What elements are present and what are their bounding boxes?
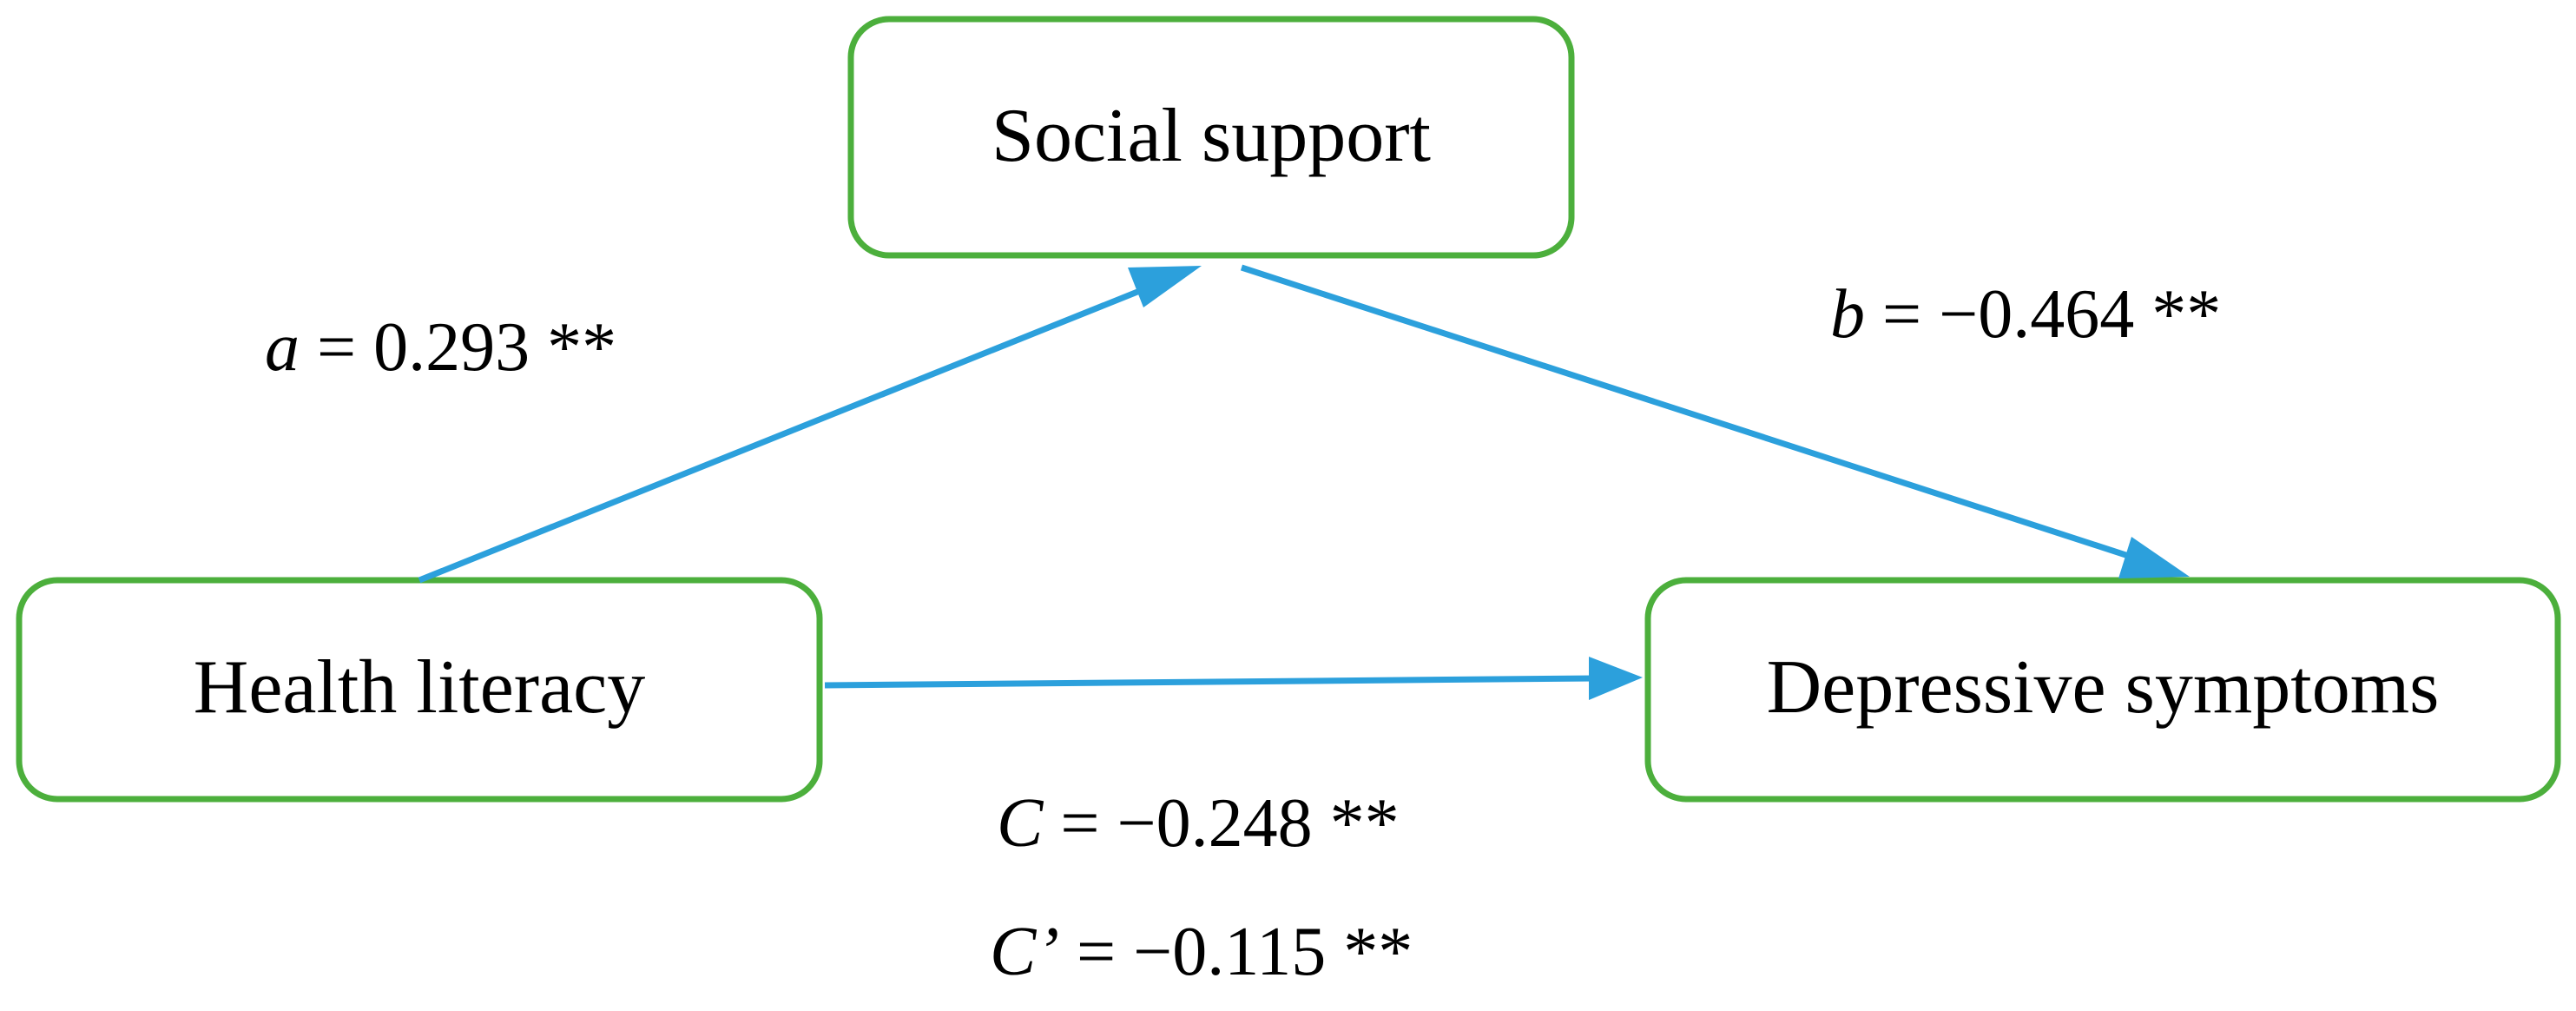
path-c-symbol: C <box>997 785 1044 862</box>
path-a-arrowhead <box>1128 266 1202 307</box>
path-c-prime-coefficient: C’ = −0.115 ** <box>990 914 1413 990</box>
path-b-symbol: b <box>1830 276 1865 353</box>
path-a-symbol: a <box>265 309 300 386</box>
path-b-line <box>1240 264 2146 565</box>
path-b-arrow <box>1240 264 2190 578</box>
path-a-arrow <box>418 266 1202 584</box>
path-a-value: = 0.293 ** <box>300 309 616 386</box>
node-social-support-box <box>847 16 1575 259</box>
node-social-support: Social support <box>847 16 1575 259</box>
path-b-coefficient: b = −0.464 ** <box>1830 276 2221 353</box>
path-c-prime-value: = −0.115 ** <box>1059 914 1413 990</box>
path-b-value: = −0.464 ** <box>1865 276 2221 353</box>
path-c-line <box>824 675 1597 689</box>
node-depressive-symptoms: Depressive symptoms <box>1644 577 2561 803</box>
path-c-value: = −0.248 ** <box>1043 785 1399 862</box>
path-c-arrow <box>824 657 1643 700</box>
path-b-arrowhead <box>2118 537 2190 578</box>
path-c-arrowhead <box>1589 657 1643 700</box>
path-c-prime-symbol: C’ <box>990 914 1059 990</box>
path-a-coefficient: a = 0.293 ** <box>265 309 616 386</box>
node-depressive-symptoms-label: Depressive symptoms <box>1767 645 2440 730</box>
node-health-literacy: Health literacy <box>16 577 823 803</box>
node-depressive-symptoms-box <box>1644 577 2561 803</box>
node-social-support-label: Social support <box>992 94 1431 178</box>
path-c-coefficient: C = −0.248 ** <box>997 785 1400 862</box>
path-a-line <box>418 281 1156 584</box>
node-health-literacy-label: Health literacy <box>194 645 645 730</box>
